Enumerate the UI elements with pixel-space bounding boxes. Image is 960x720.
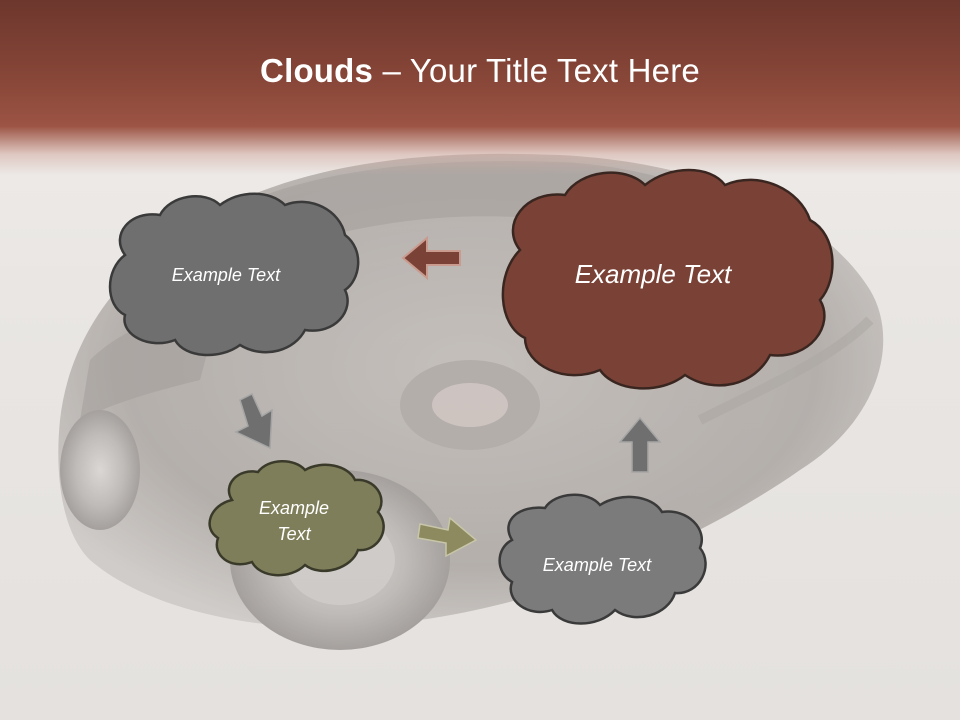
slide-title: Clouds – Your Title Text Here [0, 52, 960, 90]
arrow-down-icon [234, 392, 273, 450]
title-bold: Clouds [260, 52, 374, 89]
cloud-bottom-right-text: Example Text [542, 554, 652, 575]
cloud-top-left[interactable] [108, 192, 360, 357]
cloud-bottom-left[interactable] [208, 460, 385, 577]
cloud-bottom-right[interactable] [498, 493, 707, 625]
arrow-right-icon [417, 516, 478, 558]
cloud-top-right-text: Example Text [574, 259, 732, 290]
cloud-top-right[interactable] [501, 168, 834, 390]
title-dash: – [373, 52, 410, 89]
cloud-bottom-left-text: Example Text [258, 497, 330, 544]
arrow-left-icon [401, 235, 461, 281]
title-rest: Your Title Text Here [409, 52, 700, 89]
cloud-top-left-text: Example Text [171, 264, 281, 285]
title-bar [0, 0, 960, 175]
arrow-up-icon [618, 416, 662, 473]
